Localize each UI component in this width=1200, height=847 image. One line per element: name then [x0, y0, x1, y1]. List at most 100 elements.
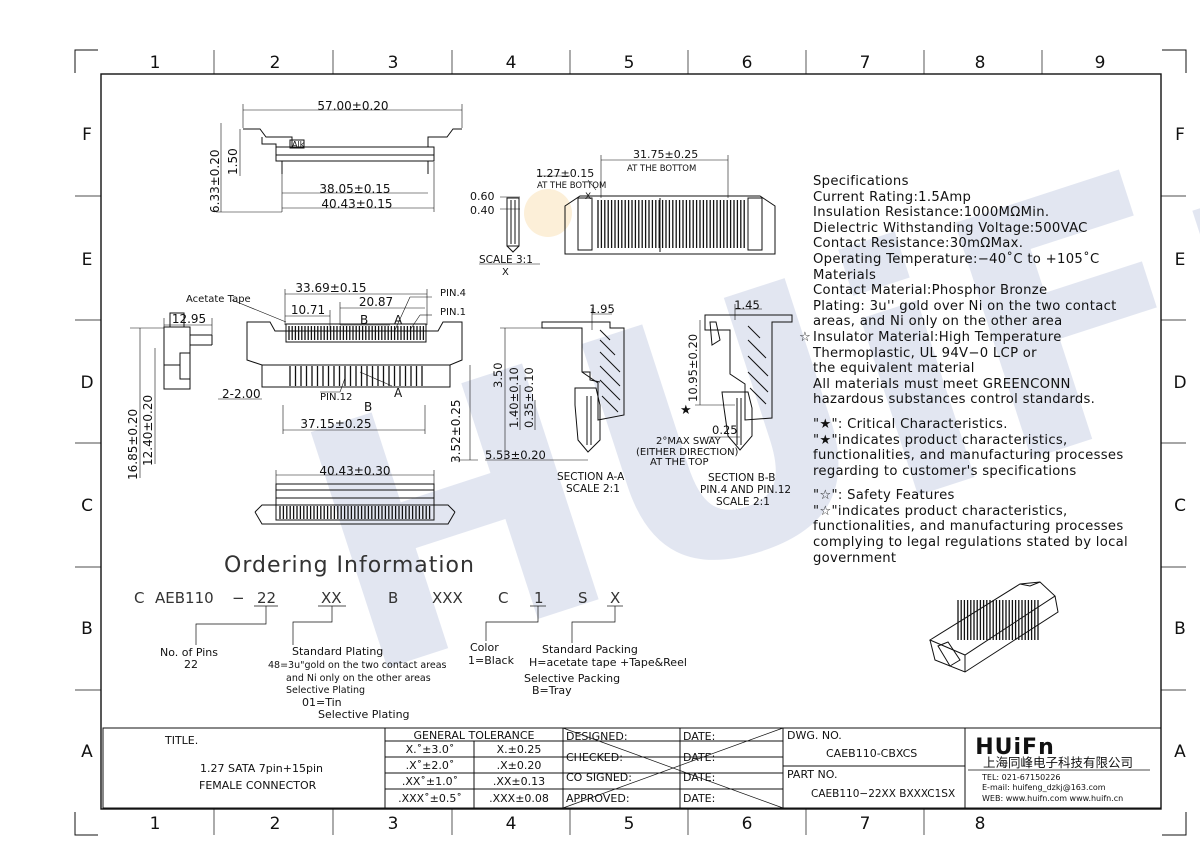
- packing-option-b: B=Tray: [532, 684, 572, 697]
- row-label: C: [81, 496, 93, 516]
- title-line-1: 1.27 SATA 7pin+15pin: [200, 762, 323, 775]
- title-label: TITLE.: [164, 734, 198, 747]
- date-label: DATE:: [683, 792, 715, 805]
- scale-x-mark: X: [502, 267, 509, 278]
- part-number: CAEB110−22XX BXXXC1SX: [811, 788, 955, 800]
- row-label: B: [81, 619, 93, 639]
- spec-line: Dielectric Withstanding Voltage:500VAC: [813, 220, 1088, 236]
- code-1: 1: [534, 589, 544, 607]
- code-xxx: XXX: [432, 589, 463, 607]
- safety-line: "☆"indicates product characteristics,: [813, 503, 1068, 519]
- section-a-scale: SCALE 2:1: [566, 483, 620, 495]
- frame-corners: [74, 49, 1187, 836]
- safety-line: government: [813, 550, 897, 566]
- at-bottom-label: AT THE BOTTOM: [537, 181, 606, 191]
- dim-6-33: 6.33±0.20: [208, 150, 222, 214]
- col-label: 2: [270, 53, 281, 73]
- spec-line: Thermoplastic, UL 94V−0 LCP or: [813, 345, 1037, 361]
- tol-angle: .XX˚±1.0˚: [402, 775, 458, 788]
- section-a-mark: A: [394, 313, 403, 327]
- at-bottom-label-2: AT THE BOTTOM: [627, 164, 696, 174]
- code-xx: XX: [321, 589, 342, 607]
- date-label: DATE:: [683, 730, 715, 743]
- tol-linear: .X±0.20: [497, 759, 542, 772]
- dim-57: 57.00±0.20: [317, 99, 388, 113]
- critical-line: "★": Critical Characteristics.: [813, 416, 1008, 432]
- front-view: 33.69±0.15 10.71 20.87 12.95 2-2.00 37.1…: [126, 281, 478, 480]
- code-s: S: [578, 589, 588, 607]
- pins-label: No. of Pins: [160, 646, 218, 659]
- critical-star-icon: ★: [680, 403, 692, 418]
- spec-line: Materials: [813, 267, 877, 283]
- section-a-mark-low: A: [394, 386, 403, 400]
- grid-rows-right: F E D C B A: [1173, 125, 1186, 762]
- ordering-info: Ordering Information C AEB110 − 22 XX B …: [134, 553, 687, 721]
- spec-line: Contact Material:Phosphor Bronze: [813, 283, 1048, 299]
- alk-label: Alk: [292, 140, 305, 149]
- spec-line: the equivalent material: [813, 361, 975, 377]
- spec-line: Current Rating:1.5Amp: [813, 189, 972, 205]
- company-name: 上海同峰电子科技有限公司: [983, 755, 1133, 770]
- pin4-label: PIN.4: [440, 288, 466, 299]
- code-aeb110: AEB110: [155, 589, 214, 607]
- sway-label-1: 2°MAX SWAY: [656, 436, 722, 447]
- spec-line-text: Insulator Material:High Temperature: [813, 329, 1062, 345]
- dim-16: 16.85±0.20: [126, 409, 140, 480]
- dim-12-40: 12.40±0.20: [141, 395, 155, 466]
- approved-label: APPROVED:: [566, 792, 630, 805]
- contact-email: E-mail: huifeng_dzkj@163.com: [982, 783, 1106, 792]
- detail-x-mark: X: [585, 192, 591, 202]
- part-label: PART NO.: [787, 768, 837, 781]
- side-ticks: [75, 195, 1186, 691]
- front-pins: [288, 326, 425, 386]
- code-x: X: [610, 589, 620, 607]
- tol-angle: .XXX˚±0.5˚: [398, 792, 462, 805]
- safety-line: functionalities, and manufacturing proce…: [813, 519, 1124, 535]
- row-label: A: [81, 742, 93, 762]
- spec-line: Contact Resistance:30mΩMax.: [813, 236, 1024, 252]
- dim-37: 37.15±0.25: [300, 417, 371, 431]
- dim-31-75: 31.75±0.25: [633, 148, 698, 161]
- dim-33: 33.69±0.15: [295, 281, 366, 295]
- dim-1-50: 1.50: [226, 148, 240, 175]
- col-label: 7: [860, 53, 871, 73]
- color-label: Color: [470, 641, 499, 654]
- col-label: 6: [742, 814, 753, 834]
- plating-label: Standard Plating: [292, 645, 383, 658]
- spec-line: hazardous substances control standards.: [813, 392, 1096, 408]
- dim-3-52: 3.52±0.25: [449, 400, 463, 464]
- designed-label: DESIGNED:: [566, 730, 628, 743]
- dim-1-95: 1.95: [589, 302, 615, 316]
- tol-angle: X.˚±3.0˚: [406, 743, 455, 756]
- section-a-view: 1.95 3.50 1.40±0.10 0.35±0.10 5.53±0.20 …: [485, 302, 739, 495]
- bottom-pins: [279, 506, 431, 519]
- code-c2: C: [498, 589, 508, 607]
- dim-10: 10.71: [291, 303, 325, 317]
- row-label: B: [1174, 619, 1186, 639]
- top-ticks: [213, 50, 1043, 835]
- critical-line: functionalities, and manufacturing proce…: [813, 448, 1124, 464]
- section-b-mark-low: B: [364, 400, 372, 414]
- co-signed-label: CO SIGNED:: [566, 771, 632, 784]
- dim-38: 38.05±0.15: [319, 182, 390, 196]
- title-block: TITLE. 1.27 SATA 7pin+15pin FEMALE CONNE…: [102, 727, 1162, 809]
- dwg-number: CAEB110-CBXCS: [826, 747, 917, 760]
- dim-12-95: 12.95: [172, 312, 206, 326]
- checked-label: CHECKED:: [566, 751, 623, 764]
- pin12-label: PIN.12: [320, 392, 352, 403]
- section-b-title: SECTION B-B: [708, 472, 775, 484]
- plating-option-01: 01=Tin: [302, 696, 342, 709]
- code-b: B: [388, 589, 398, 607]
- contact-tel: TEL: 021-67150226: [981, 773, 1061, 782]
- code-c: C: [134, 589, 144, 607]
- inner-border: [100, 73, 1162, 810]
- sway-label-3: AT THE TOP: [650, 457, 709, 468]
- date-label: DATE:: [683, 751, 715, 764]
- scale-3-1: SCALE 3:1: [479, 254, 533, 266]
- dim-40: 40.43±0.15: [321, 197, 392, 211]
- title-line-2: FEMALE CONNECTOR: [199, 779, 317, 792]
- sway-label-2: (EITHER DIRECTION): [636, 447, 739, 458]
- packing-label: Standard Packing: [542, 643, 638, 656]
- col-label: 1: [150, 814, 161, 834]
- col-label: 6: [742, 53, 753, 73]
